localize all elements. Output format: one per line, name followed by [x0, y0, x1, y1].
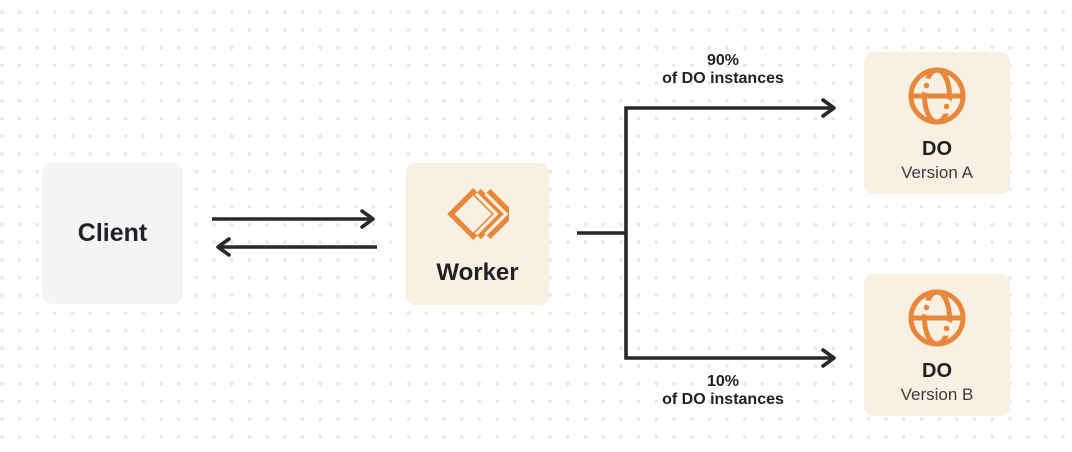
edge-label-10-line2: of DO instances — [662, 390, 784, 408]
node-do-version-b: DO Version B — [864, 274, 1010, 416]
edge-label-90-line1: 90% — [706, 52, 740, 69]
node-do-version-a: DO Version A — [864, 52, 1010, 194]
durable-objects-globe-icon — [908, 289, 966, 347]
do-b-subtitle: Version B — [900, 385, 974, 405]
arrow-branch-to-do-b — [624, 233, 836, 368]
durable-objects-globe-icon — [908, 67, 966, 125]
cloudflare-workers-icon — [446, 186, 509, 241]
edge-label-10-percent: 10% of DO instances — [613, 373, 833, 408]
edge-label-10-line1: 10% — [706, 373, 740, 390]
do-b-title: DO — [922, 360, 952, 383]
worker-label: Worker — [436, 258, 519, 286]
do-a-title: DO — [922, 138, 952, 161]
edge-label-90-percent: 90% of DO instances — [613, 52, 833, 87]
edge-label-90-line2: of DO instances — [662, 69, 784, 87]
node-client: Client — [42, 163, 183, 304]
arrow-branch-to-do-a — [624, 98, 836, 233]
client-label: Client — [77, 219, 148, 247]
node-worker: Worker — [406, 163, 549, 305]
do-a-subtitle: Version A — [901, 163, 973, 183]
